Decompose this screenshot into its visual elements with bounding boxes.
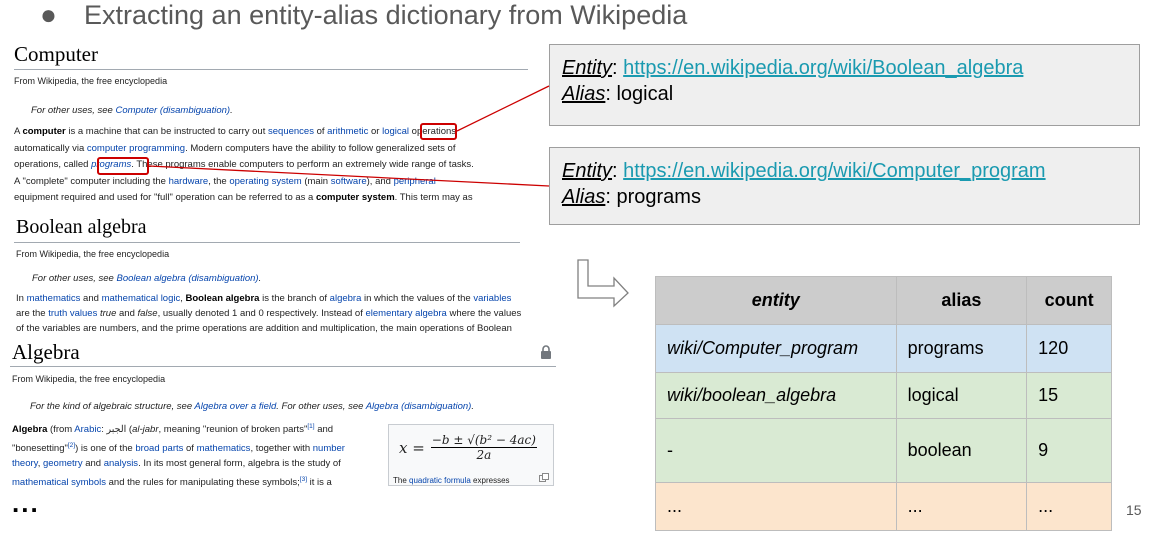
arrow-down-right-icon — [577, 259, 629, 308]
link-computer-programming[interactable]: computer programming — [86, 142, 186, 154]
entity-label: Entity — [562, 160, 613, 182]
cell-count: 120 — [1026, 324, 1112, 373]
algebra-disambiguation-link[interactable]: Algebra (disambiguation) — [365, 401, 472, 412]
link-quadratic-formula[interactable]: quadratic formula — [409, 476, 471, 485]
alias-label: Alias — [562, 83, 606, 105]
link-logical[interactable]: logical — [382, 126, 410, 137]
table-row: wiki/boolean_algebra logical 15 — [655, 372, 1112, 419]
link-elementary-algebra[interactable]: elementary algebra — [365, 308, 447, 319]
link-mathematics[interactable]: mathematics — [26, 293, 81, 304]
callout-boolean-algebra: Entity: https://en.wikipedia.org/wiki/Bo… — [549, 44, 1140, 126]
link-peripheral[interactable]: peripheral — [393, 175, 436, 187]
table-row: wiki/Computer_program programs 120 — [655, 324, 1112, 373]
entity-url[interactable]: https://en.wikipedia.org/wiki/Boolean_al… — [623, 57, 1024, 79]
link-analysis[interactable]: analysis — [103, 458, 139, 470]
boolean-title-rule — [14, 242, 520, 243]
lock-icon — [541, 345, 551, 359]
connector-programs — [148, 165, 550, 187]
link-operating-system[interactable]: operating system — [229, 175, 302, 187]
cell-alias: boolean — [895, 418, 1028, 483]
boolean-subtitle: From Wikipedia, the free encyclopedia — [16, 249, 170, 259]
computer-disambiguation-link[interactable]: Computer (disambiguation) — [115, 105, 231, 116]
link-mathematics-2[interactable]: mathematics — [196, 442, 251, 454]
algebra-subtitle: From Wikipedia, the free encyclopedia — [12, 374, 166, 384]
link-arithmetic[interactable]: arithmetic — [327, 126, 369, 137]
link-programs[interactable]: programs — [91, 159, 132, 170]
link-number[interactable]: number — [312, 442, 345, 454]
quadratic-formula-box: x = −b ± √(b² − 4ac) 2a The quadratic fo… — [388, 424, 554, 486]
link-sequences[interactable]: sequences — [268, 126, 314, 137]
alias-label: Alias — [562, 186, 606, 208]
cell-count: ... — [1026, 482, 1112, 531]
link-software[interactable]: software — [330, 175, 367, 187]
cell-count: 9 — [1026, 418, 1112, 483]
cell-entity: ... — [655, 482, 897, 531]
boolean-body: In mathematics and mathematical logic, B… — [16, 293, 522, 334]
link-truth-values[interactable]: truth values — [48, 308, 98, 319]
algebra-body: Algebra (from Arabic: الجبر (al-jabr, me… — [12, 423, 345, 488]
link-mathematical-symbols[interactable]: mathematical symbols — [12, 476, 106, 488]
alias-value: programs — [616, 186, 701, 208]
link-theory[interactable]: theory — [12, 458, 38, 470]
header-count: count — [1026, 276, 1112, 325]
entity-label: Entity — [562, 57, 613, 79]
cell-entity: wiki/boolean_algebra — [655, 372, 897, 419]
entity-alias-table: entity alias count wiki/Computer_program… — [655, 276, 1112, 531]
header-entity: entity — [655, 276, 897, 325]
computer-title: Computer — [14, 42, 98, 66]
link-algebra-over-field[interactable]: Algebra over a field — [194, 401, 277, 412]
cell-count: 15 — [1026, 372, 1112, 419]
boolean-hatnote: For other uses, see Boolean algebra (dis… — [32, 273, 262, 284]
boolean-title: Boolean algebra — [16, 216, 147, 238]
computer-title-rule — [14, 69, 528, 70]
page-number: 15 — [1126, 502, 1142, 518]
entity-url[interactable]: https://en.wikipedia.org/wiki/Computer_p… — [623, 160, 1046, 182]
ellipsis: ... — [12, 488, 40, 518]
link-mathematical-logic[interactable]: mathematical logic — [101, 293, 181, 304]
boolean-disambiguation-link[interactable]: Boolean algebra (disambiguation) — [116, 273, 259, 284]
cell-alias: programs — [895, 324, 1028, 373]
cell-entity: wiki/Computer_program — [655, 324, 897, 373]
connector-logical — [456, 85, 550, 132]
link-broad-parts[interactable]: broad parts — [135, 442, 184, 454]
formula-caption: The quadratic formula expresses — [393, 476, 510, 485]
algebra-title-rule — [10, 366, 556, 367]
link-variables[interactable]: variables — [473, 293, 512, 304]
cell-alias: logical — [895, 372, 1028, 419]
slide-title: Extracting an entity-alias dictionary fr… — [84, 0, 688, 30]
callout-computer-program: Entity: https://en.wikipedia.org/wiki/Co… — [549, 147, 1140, 225]
link-geometry[interactable]: geometry — [42, 458, 83, 470]
highlight-programs — [97, 157, 149, 175]
bullet-icon: ● — [40, 0, 57, 30]
cell-entity: - — [655, 418, 897, 483]
cell-alias: ... — [895, 482, 1028, 531]
alias-value: logical — [616, 83, 674, 105]
table-row: ... ... ... — [655, 482, 1112, 531]
highlight-logical — [420, 123, 457, 140]
table-row: - boolean 9 — [655, 418, 1112, 483]
computer-hatnote: For other uses, see Computer (disambigua… — [31, 105, 233, 116]
algebra-hatnote: For the kind of algebraic structure, see… — [30, 401, 474, 412]
link-arabic[interactable]: Arabic — [74, 424, 102, 436]
link-hardware[interactable]: hardware — [168, 175, 209, 187]
formula: x = −b ± √(b² − 4ac) 2a — [399, 433, 537, 462]
link-algebra[interactable]: algebra — [329, 293, 362, 304]
algebra-title: Algebra — [12, 340, 80, 364]
table-header: entity alias count — [655, 276, 1112, 325]
enlarge-icon[interactable] — [539, 473, 549, 482]
computer-subtitle: From Wikipedia, the free encyclopedia — [14, 76, 168, 86]
header-alias: alias — [895, 276, 1028, 325]
computer-body: A computer is a machine that can be inst… — [14, 126, 474, 203]
